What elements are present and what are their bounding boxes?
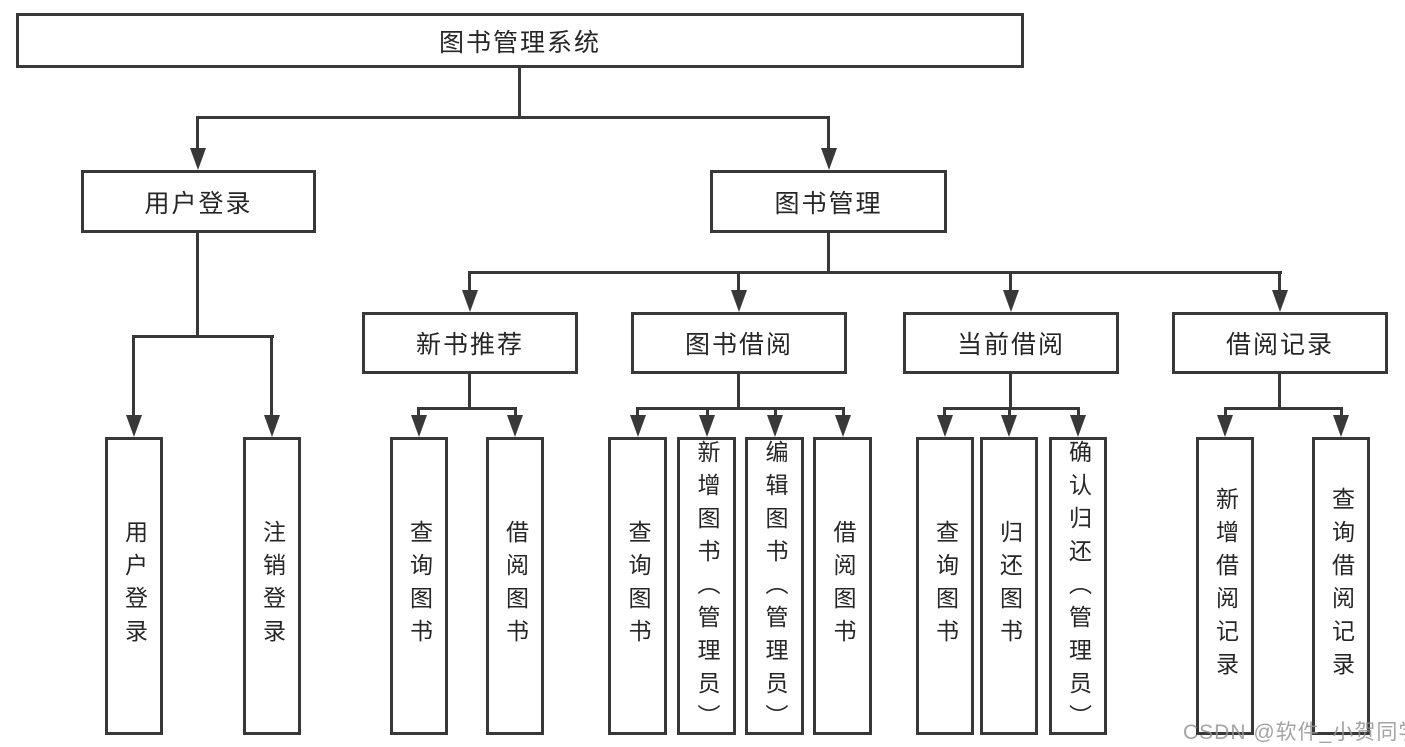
- arrowhead-rec-borrow: [507, 415, 523, 437]
- connector-cb-trunk: [1009, 374, 1012, 410]
- connector-book-mgmt-trunk: [827, 233, 830, 274]
- node-book-management: 图书管理: [710, 170, 947, 233]
- arrowhead-book-management: [821, 148, 837, 170]
- connector-drop-cb-confirm: [1077, 407, 1080, 419]
- leaf-bb-edit-books-admin: 编辑图书（管理员）: [745, 437, 804, 737]
- connector-drop-bb-add: [706, 407, 709, 419]
- connector-br-trunk: [1278, 374, 1281, 410]
- connector-drop-bb-edit: [774, 407, 777, 419]
- leaf-user-login: 用户登录: [105, 437, 163, 735]
- node-library-management-system: 图书管理系统: [16, 13, 1024, 68]
- connector-root-trunk: [518, 68, 521, 119]
- connector-drop-cb-query: [943, 407, 946, 419]
- connector-drop-cb-return: [1008, 407, 1011, 419]
- connector-bb-trunk: [737, 374, 740, 410]
- arrowhead-rec-query: [411, 415, 427, 437]
- arrowhead-leaf-logout: [264, 415, 280, 437]
- leaf-bb-query-books: 查询图书: [608, 437, 667, 735]
- connector-cb-bar: [943, 407, 1080, 410]
- node-book-borrowing: 图书借阅: [631, 312, 847, 374]
- connector-drop-rec-borrow: [514, 407, 517, 419]
- connector-drop-rec-query: [417, 407, 420, 419]
- connector-drop-new-book-rec: [468, 271, 471, 293]
- connector-level3-bar: [468, 271, 1282, 274]
- connector-drop-leaf-user-login: [132, 335, 135, 417]
- connector-drop-borrow-records: [1278, 271, 1281, 293]
- connector-drop-book-management: [827, 116, 830, 150]
- node-borrowing-records: 借阅记录: [1172, 312, 1388, 374]
- connector-drop-br-add: [1224, 407, 1227, 419]
- connector-rec-trunk: [468, 374, 471, 410]
- arrowhead-bb-edit: [767, 415, 783, 437]
- connector-user-login-trunk: [196, 233, 199, 338]
- leaf-bb-add-books-admin: 新增图书（管理员）: [677, 437, 736, 737]
- connector-drop-bb-query: [636, 407, 639, 419]
- leaf-bb-borrow-books: 借阅图书: [813, 437, 872, 735]
- arrowhead-book-borrow: [731, 290, 747, 312]
- leaf-logout: 注销登录: [243, 437, 301, 735]
- arrowhead-cb-confirm: [1070, 415, 1086, 437]
- arrowhead-bb-add: [699, 415, 715, 437]
- arrowhead-cb-query: [937, 415, 953, 437]
- leaf-rec-borrow-books: 借阅图书: [486, 437, 544, 735]
- arrowhead-br-query: [1333, 415, 1349, 437]
- arrowhead-current-borrow: [1003, 290, 1019, 312]
- connector-drop-bb-borrow: [842, 407, 845, 419]
- connector-br-bar: [1224, 407, 1343, 410]
- leaf-br-add-record: 新增借阅记录: [1196, 437, 1254, 735]
- arrowhead-user-login: [190, 148, 206, 170]
- arrowhead-new-book-rec: [462, 290, 478, 312]
- connector-user-login-bar: [132, 335, 274, 338]
- arrowhead-bb-query: [630, 415, 646, 437]
- node-current-borrowing: 当前借阅: [903, 312, 1119, 374]
- connector-bb-bar: [636, 407, 845, 410]
- node-new-book-recommendation: 新书推荐: [362, 312, 578, 374]
- arrowhead-bb-borrow: [835, 415, 851, 437]
- node-user-login: 用户登录: [81, 170, 316, 233]
- leaf-cb-confirm-return-admin: 确认归还（管理员）: [1049, 437, 1107, 737]
- connector-drop-user-login: [196, 116, 199, 150]
- leaf-cb-query-books: 查询图书: [916, 437, 974, 735]
- connector-rec-bar: [417, 407, 517, 410]
- arrowhead-cb-return: [1001, 415, 1017, 437]
- connector-drop-br-query: [1340, 407, 1343, 419]
- arrowhead-br-add: [1217, 415, 1233, 437]
- connector-drop-current-borrow: [1009, 271, 1012, 293]
- arrowhead-borrow-records: [1272, 290, 1288, 312]
- connector-drop-book-borrow: [737, 271, 740, 293]
- leaf-br-query-record: 查询借阅记录: [1312, 437, 1370, 735]
- leaf-rec-query-books: 查询图书: [390, 437, 448, 735]
- connector-root-bar: [196, 116, 830, 119]
- leaf-cb-return-books: 归还图书: [980, 437, 1038, 735]
- connector-drop-leaf-logout: [270, 335, 273, 417]
- csdn-watermark: CSDN @软件_小贺同学: [1183, 721, 1405, 744]
- arrowhead-leaf-user-login: [126, 415, 142, 437]
